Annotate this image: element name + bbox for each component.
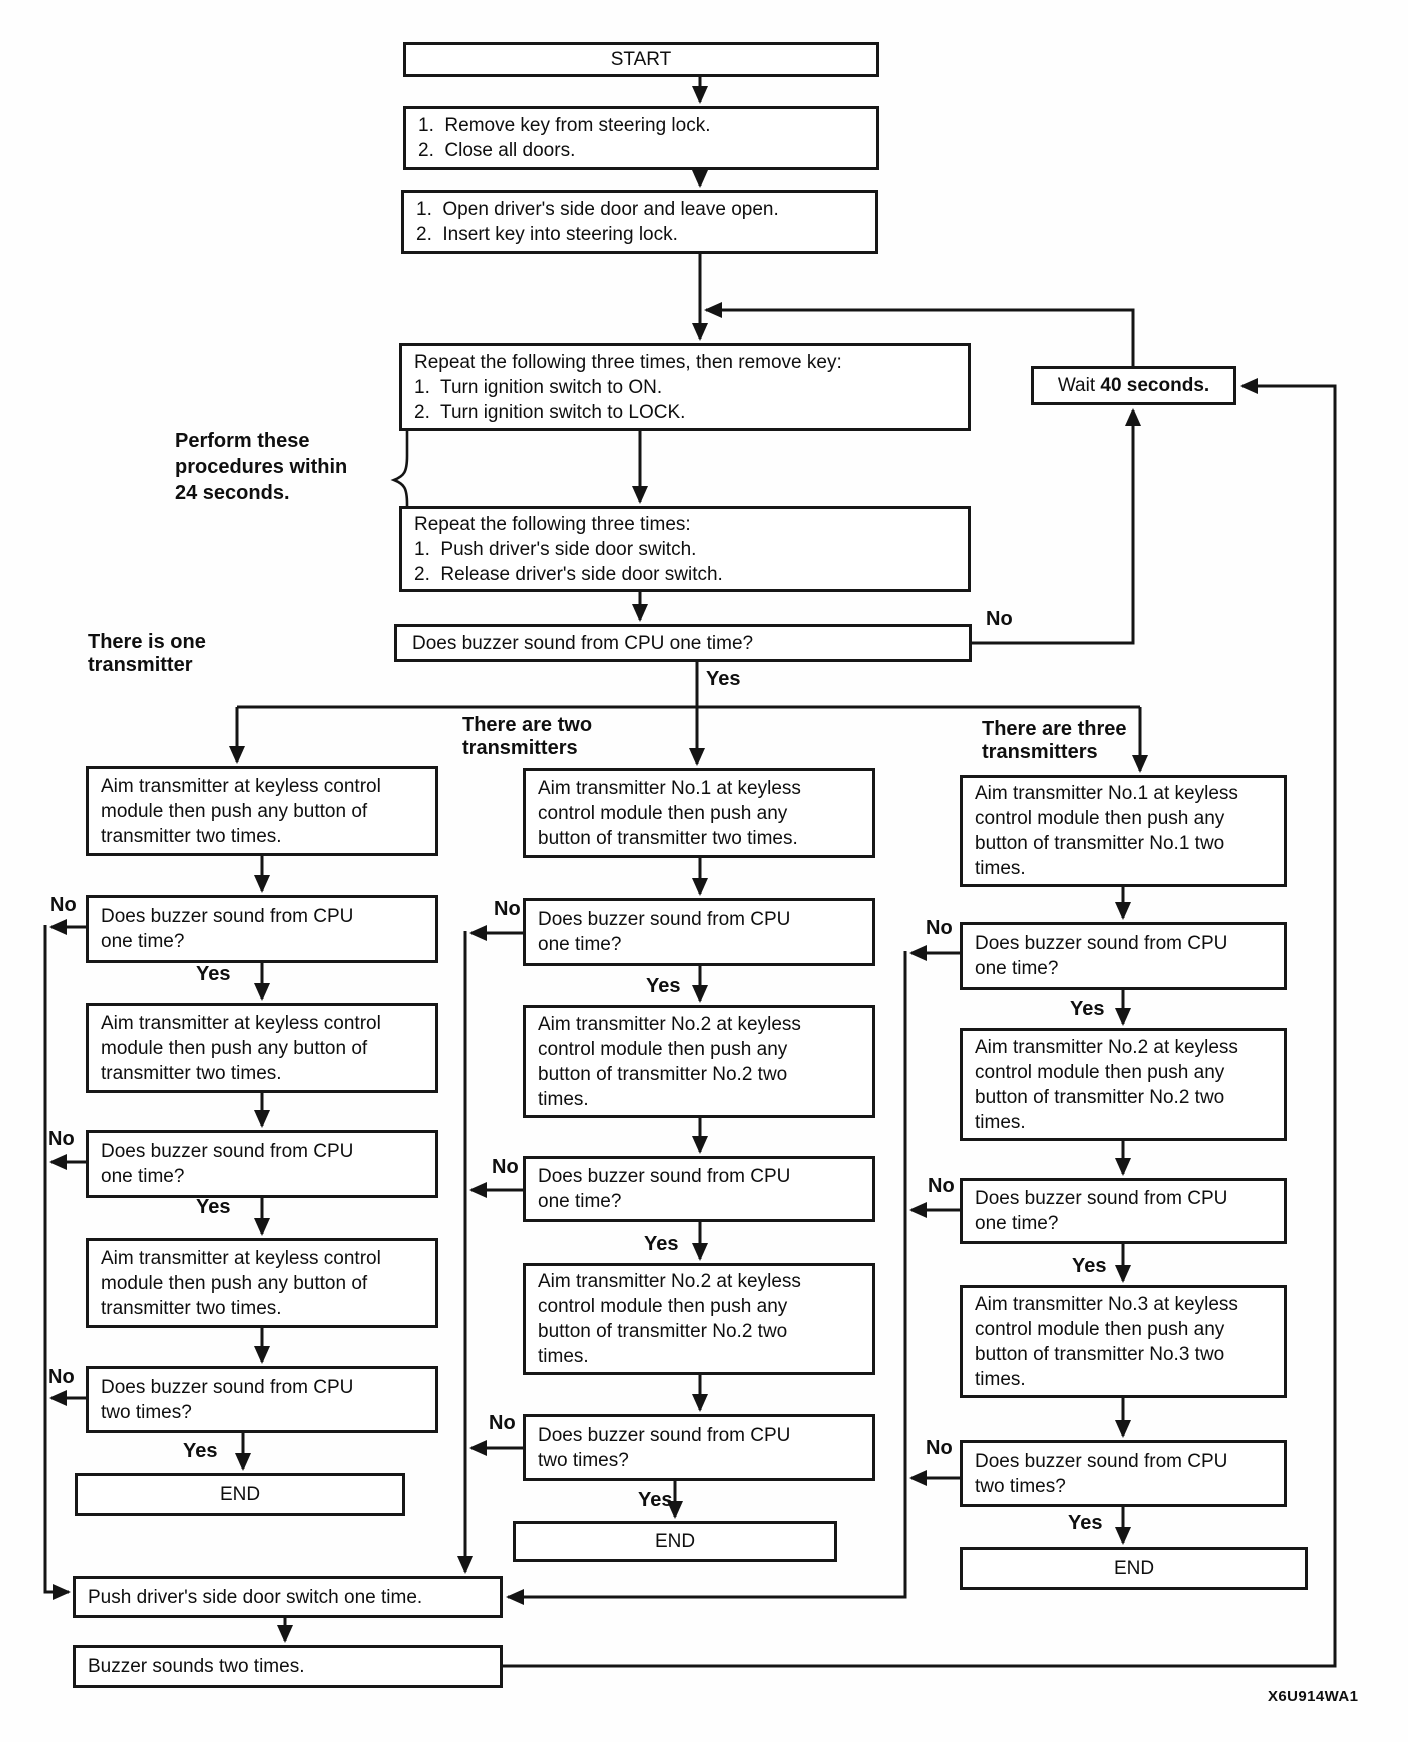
label-yes-c3-3: Yes xyxy=(1068,1512,1103,1534)
label-yes-main: Yes xyxy=(706,668,741,690)
node-repeat-ignition: Repeat the following three times, then r… xyxy=(399,343,971,431)
label-yes-c2-3: Yes xyxy=(638,1489,673,1511)
push-final-text: Push driver's side door switch one time. xyxy=(88,1586,423,1608)
node-start: START xyxy=(403,42,879,77)
label-yes-c1-1: Yes xyxy=(196,963,231,985)
node-c2-end: END xyxy=(513,1521,837,1562)
figure-id: X6U914WA1 xyxy=(1268,1688,1359,1705)
node-wait-40-seconds: Wait 40 seconds. xyxy=(1031,366,1236,405)
label-no-c2-2: No xyxy=(492,1156,519,1178)
wait-text: Wait xyxy=(1057,375,1101,396)
label-no-c1-3: No xyxy=(48,1366,75,1388)
question-text: Does buzzer sound from CPU one time? xyxy=(412,632,754,654)
label-no-c2-3: No xyxy=(489,1412,516,1434)
label-yes-c3-2: Yes xyxy=(1072,1255,1107,1277)
node-c3-end: END xyxy=(960,1547,1308,1590)
label-no-c1-2: No xyxy=(48,1128,75,1150)
label-no-c2-1: No xyxy=(494,898,521,920)
node-question-buzzer-main: Does buzzer sound from CPU one time? xyxy=(394,624,972,662)
label-yes-c2-2: Yes xyxy=(644,1233,679,1255)
label-no-c3-3: No xyxy=(926,1437,953,1459)
wait-duration: 40 seconds. xyxy=(1100,375,1210,396)
label-no-c3-1: No xyxy=(926,917,953,939)
node-c1-end: END xyxy=(75,1473,405,1516)
label-yes-c3-1: Yes xyxy=(1070,998,1105,1020)
label-no-c3-2: No xyxy=(928,1175,955,1197)
node-prep-close-doors: 1. Remove key from steering lock.2. Clos… xyxy=(403,106,879,170)
buzzer-final-text: Buzzer sounds two times. xyxy=(88,1656,305,1677)
label-yes-c2-1: Yes xyxy=(646,975,681,997)
label-no-c1-1: No xyxy=(50,894,77,916)
label-no-main: No xyxy=(986,608,1013,630)
node-push-door-switch-final: Push driver's side door switch one time. xyxy=(73,1576,503,1618)
label-yes-c1-3: Yes xyxy=(183,1440,218,1462)
node-prep-open-door: 1. Open driver's side door and leave ope… xyxy=(401,190,878,254)
label-yes-c1-2: Yes xyxy=(196,1196,231,1218)
node-repeat-door-switch: Repeat the following three times:1. Push… xyxy=(399,506,971,592)
node-buzzer-sounds-final: Buzzer sounds two times. xyxy=(73,1645,503,1688)
